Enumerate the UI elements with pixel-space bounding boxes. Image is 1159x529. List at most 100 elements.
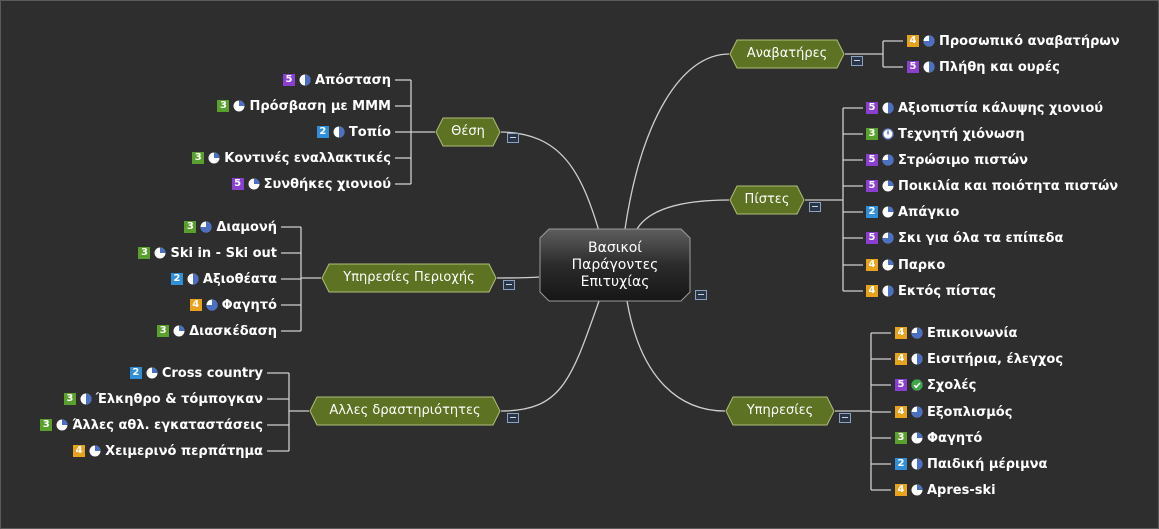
priority-icon: 4 [189,299,202,311]
progress-icon [173,325,185,337]
subtopic-pistes-2[interactable]: 3 Τεχνητή χιόνωση [866,125,1025,143]
subtopic-label: Πλήθη και ουρές [939,59,1060,75]
subtopic-pistes-5[interactable]: 2 Απάγκιο [866,203,959,221]
topic-label: Θέση [451,124,485,139]
subtopic-label: Σχολές [927,377,977,393]
topic-label: Αλλες δραστηριότητες [329,403,481,418]
subtopic-ypiresies-1[interactable]: 4 Επικοινωνία [895,324,1017,342]
progress-icon [911,327,923,339]
subtopic-thesi-2[interactable]: 3 Πρόσβαση με ΜΜΜ [217,97,391,115]
progress-icon [187,273,199,285]
subtopic-perioxi-4[interactable]: 4 Φαγητό [189,296,277,314]
progress-icon [911,458,923,470]
note-icon[interactable] [503,280,515,290]
subtopic-pistes-4[interactable]: 5 Ποικιλία και ποιότητα πιστών [866,177,1118,195]
subtopic-anavatires-1[interactable]: 4 Προσωπικό αναβατήρων [907,32,1120,50]
subtopic-ypiresies-4[interactable]: 4 Εξοπλισμός [895,403,1012,421]
subtopic-pistes-6[interactable]: 5 Σκι για όλα τα επίπεδα [866,229,1063,247]
note-icon[interactable] [507,133,519,143]
priority-icon: 3 [217,100,230,112]
subtopic-perioxi-5[interactable]: 3 Διασκέδαση [157,322,277,340]
central-topic-text: Βασικοί Παράγοντες Επιτυχίας [539,228,691,302]
priority-icon: 5 [866,232,878,244]
subtopic-label: Αξιοπιστία κάλυψης χιονιού [898,100,1104,116]
note-icon[interactable] [851,56,863,66]
subtopic-label: Απάγκιο [898,204,960,220]
note-icon[interactable] [839,413,851,423]
subtopic-label: Προσωπικό αναβατήρων [939,33,1120,49]
central-topic-shape [539,228,691,302]
priority-icon: 5 [282,74,295,86]
subtopic-ypiresies-6[interactable]: 2 Παιδική μέριμνα [895,455,1047,473]
subtopic-label: Απόσταση [314,72,391,88]
progress-icon [333,126,345,138]
subtopic-label: Παιδική μέριμνα [927,456,1048,472]
subtopic-perioxi-3[interactable]: 2 Αξιοθέατα [170,270,277,288]
subtopic-thesi-3[interactable]: 2 Τοπίο [316,123,391,141]
subtopic-label: Φαγητό [927,430,983,446]
priority-icon: 5 [866,180,878,192]
subtopic-pistes-3[interactable]: 5 Στρώσιμο πιστών [866,151,1028,169]
subtopic-ypiresies-5[interactable]: 3 Φαγητό [895,429,982,447]
subtopic-ypiresies-7[interactable]: 4 Apres-ski [895,481,996,499]
connector-line [624,53,730,230]
progress-icon [248,178,260,190]
priority-icon: 3 [866,128,878,140]
connector-line [636,199,730,230]
subtopic-alles-2[interactable]: 3 Έλκηθρο & τόμπογκαν [63,390,263,408]
topic-alles-drastiriotites[interactable]: Αλλες δραστηριότητες [309,396,501,426]
subtopic-alles-4[interactable]: 4 Χειμερινό περπάτημα [73,442,263,460]
subtopic-ypiresies-3[interactable]: 5 Σχολές [895,376,976,394]
subtopic-thesi-5[interactable]: 5 Συνθήκες χιονιού [231,175,391,193]
progress-icon [154,247,166,259]
subtopic-alles-1[interactable]: 2 Cross country [129,364,263,382]
priority-icon: 4 [895,327,907,339]
topic-anavatires[interactable]: Αναβατήρες [729,39,845,69]
topic-pistes[interactable]: Πίστες [729,185,805,215]
subtopic-label: Φαγητό [221,297,277,313]
progress-icon [208,152,220,164]
progress-icon [146,367,158,379]
note-icon[interactable] [507,413,519,423]
subtopic-label: Τεχνητή χιόνωση [898,126,1025,142]
priority-icon: 4 [73,445,86,457]
subtopic-anavatires-2[interactable]: 5 Πλήθη και ουρές [907,58,1060,76]
progress-icon [882,259,894,271]
priority-icon: 3 [138,247,151,259]
subtopic-label: Διαμονή [216,219,277,235]
topic-label: Υπηρεσίες Περιοχής [343,270,475,285]
subtopic-pistes-7[interactable]: 4 Παρκο [866,256,945,274]
topic-ypiresies[interactable]: Υπηρεσίες [725,396,835,426]
connector-line [500,300,600,412]
topic-ypiresies-perioxis[interactable]: Υπηρεσίες Περιοχής [321,263,497,293]
subtopic-label: Εισιτήρια, έλεγχος [927,351,1064,367]
note-icon[interactable] [809,202,821,212]
subtopic-label: Τοπίο [348,124,391,140]
subtopic-label: Άλλες αθλ. εγκαταστάσεις [72,417,263,433]
progress-icon [882,232,894,244]
priority-icon: 5 [231,178,244,190]
priority-icon: 2 [866,206,878,218]
connector-line [626,300,726,412]
subtopic-label: Διασκέδαση [189,323,277,339]
subtopic-perioxi-2[interactable]: 3 Ski in - Ski out [138,244,277,262]
subtopic-alles-3[interactable]: 3 Άλλες αθλ. εγκαταστάσεις [40,416,263,434]
subtopic-pistes-8[interactable]: 4 Εκτός πίστας [866,282,996,300]
progress-icon [233,100,245,112]
priority-icon: 4 [895,406,907,418]
subtopic-label: Συνθήκες χιονιού [263,176,391,192]
subtopic-thesi-4[interactable]: 3 Κοντινές εναλλακτικές [192,149,391,167]
topic-label: Πίστες [744,192,790,207]
topic-thesi[interactable]: Θέση [435,117,501,147]
subtopic-label: Αξιοθέατα [202,271,277,287]
subtopic-ypiresies-2[interactable]: 4 Εισιτήρια, έλεγχος [895,350,1063,368]
note-icon[interactable] [695,290,707,300]
subtopic-thesi-1[interactable]: 5 Απόσταση [282,71,391,89]
subtopic-label: Πρόσβαση με ΜΜΜ [249,98,391,114]
central-topic[interactable]: Βασικοί Παράγοντες Επιτυχίας [539,228,691,302]
subtopic-pistes-1[interactable]: 5 Αξιοπιστία κάλυψης χιονιού [866,99,1103,117]
subtopic-perioxi-1[interactable]: 3 Διαμονή [184,218,277,236]
progress-icon [882,102,894,114]
